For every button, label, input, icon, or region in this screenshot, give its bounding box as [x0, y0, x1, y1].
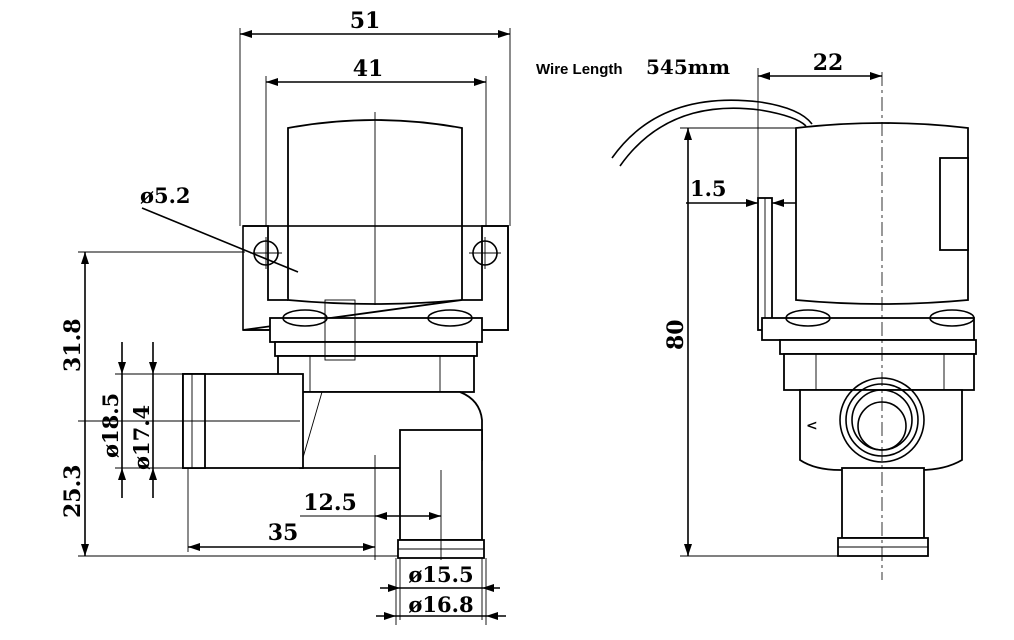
dim-dia-18-5: ø18.5 — [98, 393, 123, 458]
dim-12-5: 12.5 — [303, 490, 357, 516]
wire-length-value: 545mm — [646, 55, 730, 79]
dim-dia-15-5: ø15.5 — [408, 562, 473, 587]
dim-dia-17-4: ø17.4 — [129, 405, 154, 470]
front-view: 51 41 ø5.2 31.8 25.3 ø18.5 ø17.4 12.5 — [60, 8, 511, 625]
dim-22: 22 — [813, 50, 844, 76]
dim-dia-16-8: ø16.8 — [408, 592, 473, 617]
dim-35: 35 — [268, 520, 299, 546]
dim-51: 51 — [350, 8, 381, 34]
wire-length-label: Wire Length — [536, 61, 623, 78]
dim-1-5: 1.5 — [690, 176, 727, 201]
side-view: < 22 Wire Length 545mm 1.5 80 — [536, 50, 977, 580]
dim-hole-dia: ø5.2 — [140, 183, 191, 208]
dim-41: 41 — [353, 56, 384, 82]
dim-31-8: 31.8 — [60, 318, 86, 372]
side-mark: < — [806, 418, 818, 434]
dim-25-3: 25.3 — [60, 464, 86, 518]
dim-80: 80 — [663, 319, 689, 350]
